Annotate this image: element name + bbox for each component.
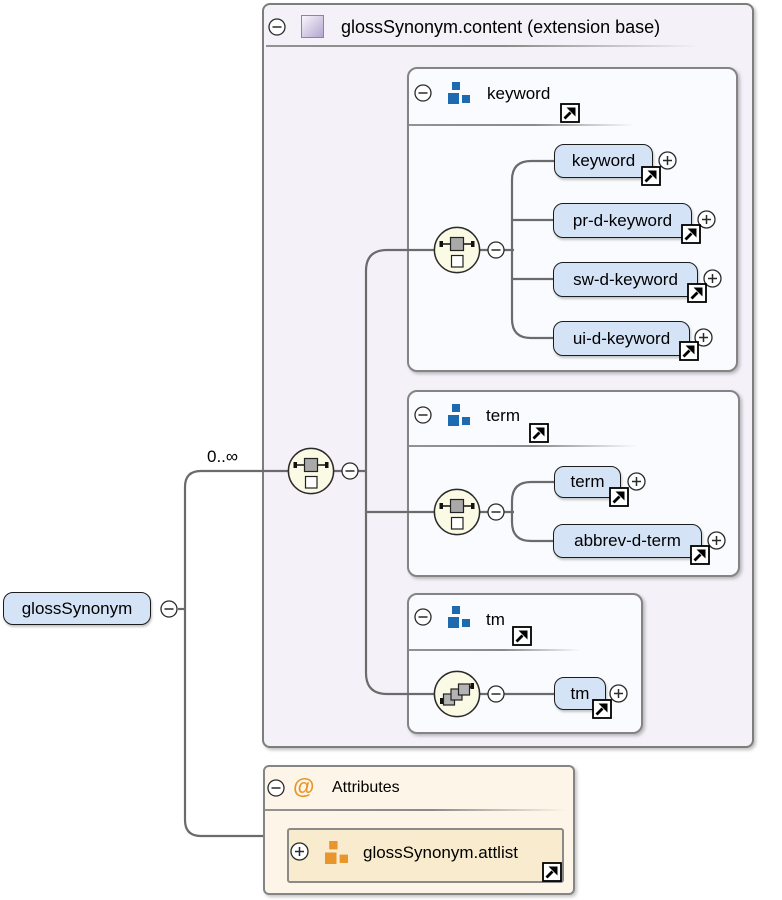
collapse-icon-term-group[interactable] <box>414 406 432 424</box>
northeast-arrow-icon-term[interactable] <box>609 487 629 507</box>
attributes-separator <box>265 809 568 811</box>
element-ui-d-keyword[interactable]: ui-d-keyword <box>553 321 690 356</box>
attlist-row-box[interactable] <box>287 828 564 883</box>
northeast-arrow-icon-tm-group[interactable] <box>512 626 532 646</box>
collapse-icon-keyword-group[interactable] <box>414 84 432 102</box>
element-glossSynonym[interactable]: glossSynonym <box>3 592 151 625</box>
group-title-term: term <box>486 406 520 425</box>
element-pr-d-keyword[interactable]: pr-d-keyword <box>553 203 692 238</box>
tm-group-separator <box>409 649 581 651</box>
collapse-icon-tm-group[interactable] <box>414 608 432 626</box>
term-group-separator <box>409 445 637 447</box>
attlist-label: glossSynonym.attlist <box>363 843 518 862</box>
northeast-arrow-icon-tm[interactable] <box>592 699 612 719</box>
collapse-icon-glossSynonym[interactable] <box>160 600 178 618</box>
element-sw-d-keyword[interactable]: sw-d-keyword <box>553 262 698 297</box>
model-group-blocks-icon <box>448 606 470 628</box>
at-sign-icon: @ <box>293 774 315 799</box>
collapse-icon-main-choice[interactable] <box>341 462 359 480</box>
model-group-blocks-icon <box>448 404 470 426</box>
content-box-separator <box>266 45 700 47</box>
expand-icon-term[interactable] <box>627 472 646 491</box>
choice-compositor-icon-keyword <box>433 226 481 274</box>
multiplicity-label: 0..∞ <box>207 447 239 466</box>
choice-compositor-icon-term <box>433 488 481 536</box>
collapse-icon-keyword-choice[interactable] <box>487 241 505 259</box>
attribute-group-blocks-icon <box>325 841 348 864</box>
element-abbrev-d-term[interactable]: abbrev-d-term <box>553 524 702 558</box>
attributes-title: Attributes <box>332 779 400 796</box>
northeast-arrow-icon-sw-d-keyword[interactable] <box>687 283 707 303</box>
model-group-blocks-icon <box>448 82 470 104</box>
northeast-arrow-icon-abbrev-d-term[interactable] <box>690 545 710 565</box>
sequence-compositor-icon-tm <box>433 670 481 718</box>
collapse-icon-tm-sequence[interactable] <box>487 685 505 703</box>
collapse-icon-term-choice[interactable] <box>487 503 505 521</box>
content-box-title: glossSynonym.content (extension base) <box>341 17 661 37</box>
group-title-tm: tm <box>486 610 505 629</box>
northeast-arrow-icon-term-group[interactable] <box>529 423 549 443</box>
group-title-keyword: keyword <box>487 84 551 103</box>
collapse-icon-content-box[interactable] <box>268 18 286 36</box>
complex-type-icon <box>301 15 324 38</box>
choice-compositor-icon-main <box>287 447 335 495</box>
element-keyword[interactable]: keyword <box>554 144 653 178</box>
keyword-group-separator <box>409 124 635 126</box>
northeast-arrow-icon-pr-d-keyword[interactable] <box>681 224 701 244</box>
northeast-arrow-icon-keyword-group[interactable] <box>560 103 580 123</box>
collapse-icon-attributes[interactable] <box>267 779 285 797</box>
northeast-arrow-icon-keyword[interactable] <box>641 166 661 186</box>
expand-icon-attlist[interactable] <box>290 842 309 861</box>
northeast-arrow-icon-attlist[interactable] <box>542 862 562 882</box>
northeast-arrow-icon-ui-d-keyword[interactable] <box>679 341 699 361</box>
